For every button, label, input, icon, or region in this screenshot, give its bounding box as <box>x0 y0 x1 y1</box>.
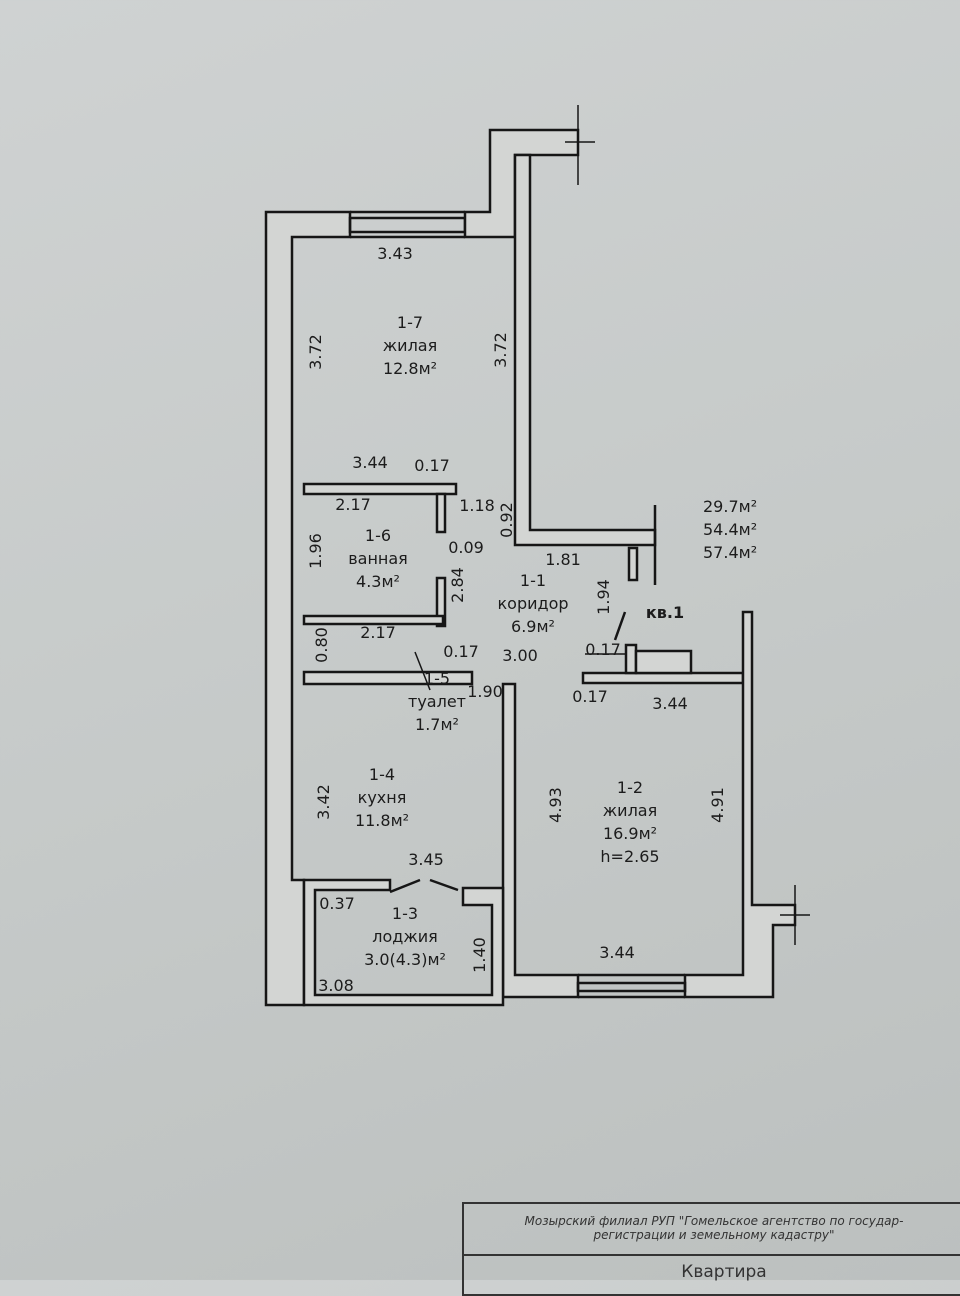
apartment-label: кв.1 <box>645 603 685 622</box>
room-id: 1-7 <box>396 313 424 332</box>
room-1-6: 1-6 ванная 4.3м² <box>348 524 408 593</box>
room-id: 1-2 <box>616 778 644 797</box>
room-1-4: 1-4 кухня 11.8м² <box>355 763 409 832</box>
object-type: Квартира <box>681 1262 767 1282</box>
dim: 0.17 <box>414 456 450 475</box>
room-area: 3.0(4.3)м² <box>364 950 446 969</box>
dim: 2.17 <box>360 623 396 642</box>
dim: 0.17 <box>572 687 608 706</box>
partition-bath-bottom <box>302 614 445 626</box>
window-bottom <box>576 981 687 993</box>
total-living-area: 29.7м² <box>703 497 758 516</box>
total-area: 54.4м² <box>703 520 758 539</box>
room-id: 1-6 <box>364 526 392 545</box>
dim: 1.18 <box>459 496 495 515</box>
wall-corridor <box>513 153 657 547</box>
dim: 0.92 <box>497 502 516 538</box>
total-area-with-loggia: 57.4м² <box>703 543 758 562</box>
dim: 3.08 <box>318 976 354 995</box>
dim: 0.17 <box>443 642 479 661</box>
dim: 4.93 <box>546 787 565 823</box>
dim: 1.81 <box>545 550 581 569</box>
room-1-5: 1-5 туалет 1.7м² <box>408 667 466 736</box>
room-name: ванная <box>348 549 408 568</box>
dim: 3.44 <box>652 694 688 713</box>
dim: 4.91 <box>708 787 727 823</box>
dim: 3.44 <box>599 943 635 962</box>
dim: 3.42 <box>314 784 333 820</box>
room-area: 12.8м² <box>382 359 438 378</box>
room-1-3: 1-3 лоджия 3.0(4.3)м² <box>364 902 446 971</box>
room-name: жилая <box>602 801 658 820</box>
room-name: туалет <box>408 692 466 711</box>
room-area: 1.7м² <box>415 715 459 734</box>
dim: 2.84 <box>448 567 467 603</box>
partition-bath-top <box>302 482 458 496</box>
room-area: 16.9м² <box>602 824 658 843</box>
room-id: 1-5 <box>423 669 451 688</box>
room-1-2: 1-2 жилая 16.9м² h=2.65 <box>600 776 659 868</box>
room-area: 11.8м² <box>354 811 410 830</box>
dim: 1.90 <box>467 682 503 701</box>
room-name: кухня <box>357 788 407 807</box>
dim: 3.45 <box>408 850 444 869</box>
dim: 0.80 <box>312 627 331 663</box>
organization-name: Мозырский филиал РУП "Гомельское агентст… <box>524 1214 904 1242</box>
dim: 3.44 <box>352 453 388 472</box>
dim: 1.40 <box>470 937 489 973</box>
room-id: 1-1 <box>519 571 547 590</box>
wall-room-1-2 <box>501 682 580 999</box>
dim: 2.17 <box>335 495 371 514</box>
area-totals: 29.7м² 54.4м² 57.4м² <box>703 495 757 564</box>
room-id: 1-3 <box>391 904 419 923</box>
dim: 1.96 <box>306 533 325 569</box>
dim: 3.00 <box>502 646 538 665</box>
room-1-1: 1-1 коридор 6.9м² <box>497 569 568 638</box>
wall-loggia <box>302 878 505 1007</box>
room-area: 6.9м² <box>511 617 555 636</box>
title-block: Мозырский филиал РУП "Гомельское агентст… <box>462 1202 960 1296</box>
dim: 1.94 <box>594 579 613 615</box>
dim: 0.09 <box>448 538 484 557</box>
dim: 3.72 <box>306 334 325 370</box>
room-height: h=2.65 <box>600 847 660 866</box>
dim: 3.43 <box>377 244 413 263</box>
room-area: 4.3м² <box>356 572 400 591</box>
room-id: 1-4 <box>368 765 396 784</box>
room-1-7: 1-7 жилая 12.8м² <box>383 311 437 380</box>
room-name: коридор <box>497 594 569 613</box>
partition-toilet <box>302 670 474 686</box>
dim: 0.37 <box>319 894 355 913</box>
dim: 3.72 <box>491 332 510 368</box>
room-name: жилая <box>382 336 438 355</box>
dim: 0.17 <box>585 640 621 659</box>
room-name: лоджия <box>372 927 438 946</box>
window-top <box>348 216 467 234</box>
